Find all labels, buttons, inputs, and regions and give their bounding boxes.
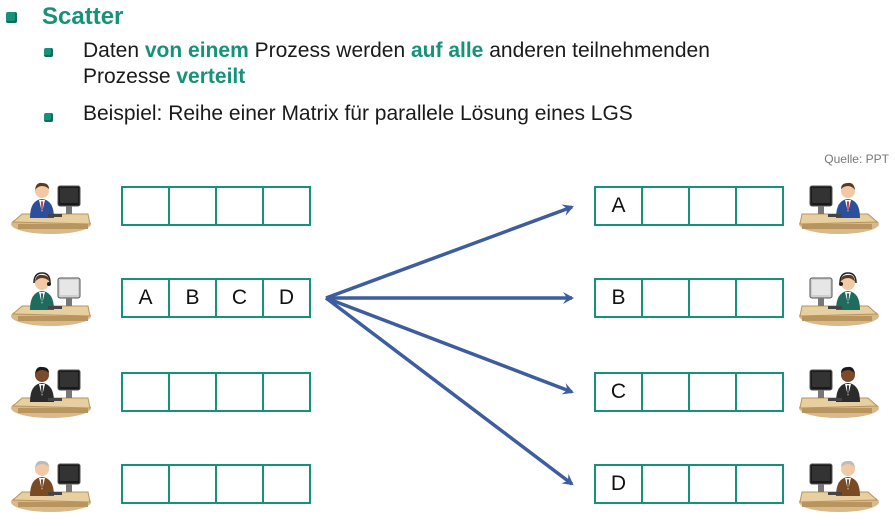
- right-array-row-4: D: [594, 464, 784, 504]
- left-array-row-4: [121, 464, 311, 504]
- left-array-cell: [215, 372, 264, 412]
- left-array-cell: [168, 464, 217, 504]
- right-array-cell: C: [594, 372, 643, 412]
- person-blue-suit-icon: [8, 172, 94, 238]
- right-array-cell: [641, 372, 690, 412]
- left-array-cell: [215, 186, 264, 226]
- bullet-1-line-1: Daten von einem Prozess werden auf alle …: [83, 38, 710, 64]
- person-blue-suit-icon: [796, 172, 882, 238]
- right-array-row-1: A: [594, 186, 784, 226]
- text-span: Prozesse: [83, 65, 177, 88]
- bullet-2-text: Beispiel: Reihe einer Matrix für paralle…: [83, 102, 633, 125]
- right-array-cell: D: [594, 464, 643, 504]
- person-dark-suit-icon: [796, 356, 882, 422]
- person-dark-suit-icon: [8, 356, 94, 422]
- arrow-to-process-4: [324, 296, 574, 486]
- right-array-cell: A: [594, 186, 643, 226]
- left-array-row-1: [121, 186, 311, 226]
- left-array-cell: A: [121, 278, 170, 318]
- right-array-cell: [688, 372, 737, 412]
- person-headset-icon: [8, 264, 94, 330]
- person-brown-vest-icon: [796, 450, 882, 516]
- left-array-cell: [262, 372, 311, 412]
- slide-title: Scatter: [42, 3, 124, 30]
- left-array-cell: [262, 464, 311, 504]
- text-span: Prozess werden: [248, 39, 411, 62]
- right-array-cell: [688, 464, 737, 504]
- right-array-row-2: B: [594, 278, 784, 318]
- left-array-cell: B: [168, 278, 217, 318]
- left-array-cell: [215, 464, 264, 504]
- left-array-cell: [121, 372, 170, 412]
- left-array-cell: [121, 464, 170, 504]
- right-array-cell: B: [594, 278, 643, 318]
- right-array-cell: [735, 372, 784, 412]
- right-array-cell: [735, 186, 784, 226]
- left-array-cell: D: [262, 278, 311, 318]
- left-array-cell: [121, 186, 170, 226]
- left-array-cell: [168, 186, 217, 226]
- right-array-cell: [735, 464, 784, 504]
- arrow-to-process-3: [325, 296, 574, 395]
- bullet-1-line-2: Prozesse verteilt: [83, 64, 245, 90]
- highlighted-text: von einem: [144, 39, 249, 62]
- right-array-cell: [735, 278, 784, 318]
- highlighted-text: auf alle: [411, 39, 484, 62]
- right-array-row-3: C: [594, 372, 784, 412]
- bullet-icon: [44, 48, 53, 57]
- right-array-cell: [688, 186, 737, 226]
- arrow-to-process-1: [325, 204, 574, 300]
- right-array-cell: [688, 278, 737, 318]
- left-array-cell: [262, 186, 311, 226]
- highlighted-text: verteilt: [176, 65, 246, 88]
- left-array-cell: [168, 372, 217, 412]
- left-array-cell: C: [215, 278, 264, 318]
- right-array-cell: [641, 464, 690, 504]
- text-span: anderen teilnehmenden: [483, 39, 710, 62]
- left-array-row-3: [121, 372, 311, 412]
- person-brown-vest-icon: [8, 450, 94, 516]
- bullet-icon: [44, 113, 53, 122]
- title-bullet-icon: [6, 12, 17, 23]
- right-array-cell: [641, 278, 690, 318]
- source-note: Quelle: PPT: [824, 152, 889, 166]
- person-headset-icon: [796, 264, 882, 330]
- right-array-cell: [641, 186, 690, 226]
- text-span: Daten: [83, 39, 145, 62]
